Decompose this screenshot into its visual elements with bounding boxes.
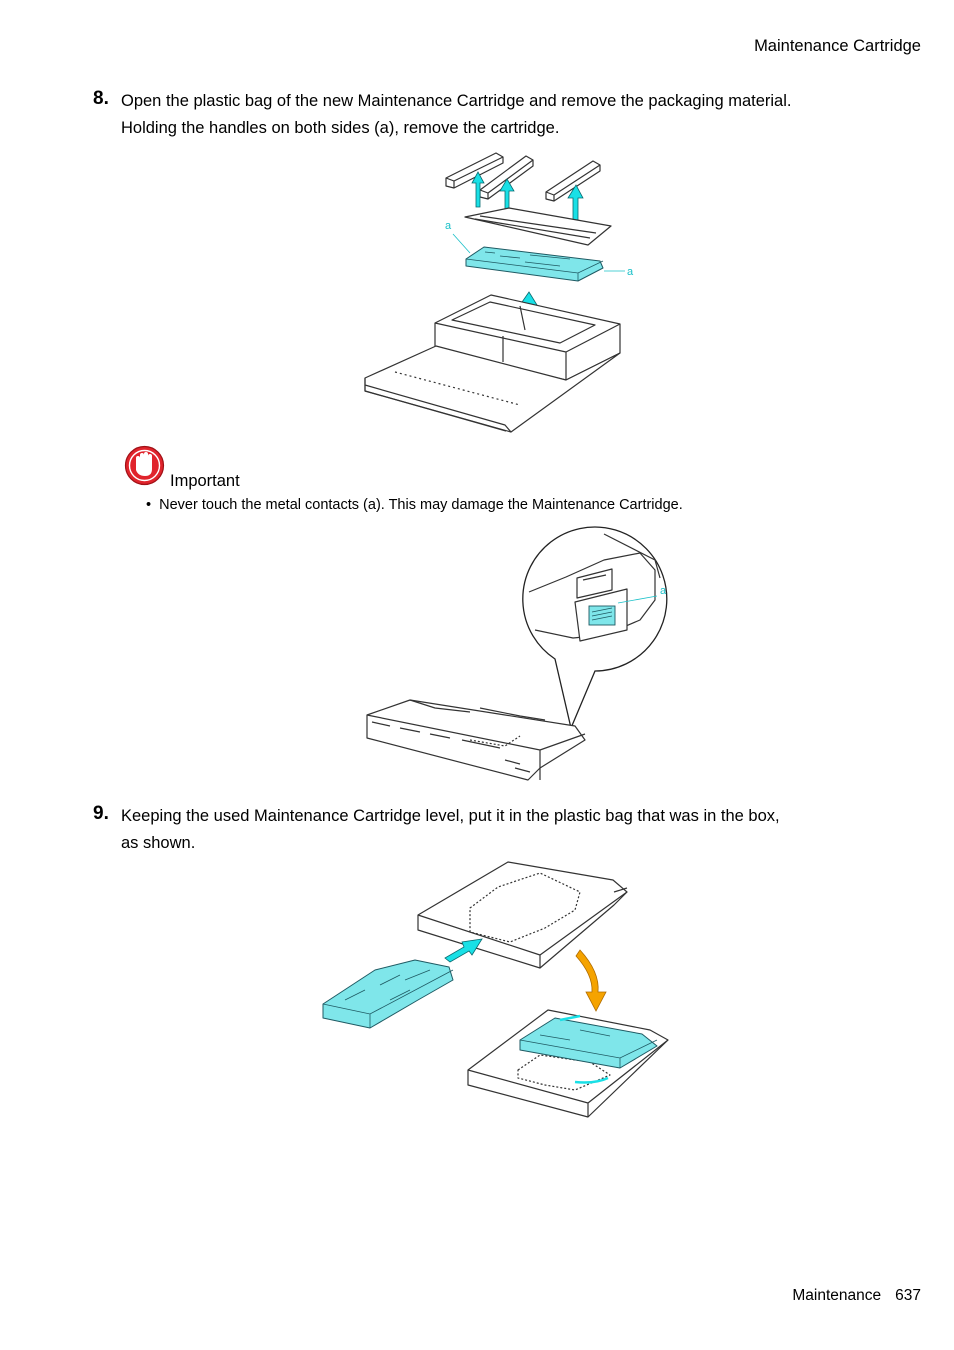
packing-handle (445, 152, 504, 189)
zoomed-cartridge (528, 533, 661, 642)
step-8-text: Open the plastic bag of the new Maintena… (121, 88, 791, 142)
step-8-number: 8. (93, 88, 109, 109)
important-bullet: • Never touch the metal contacts (a). Th… (146, 497, 683, 513)
page-footer: Maintenance 637 (792, 1287, 921, 1305)
step-8-line-2: Holding the handles on both sides (a), r… (121, 119, 560, 137)
fold-arrow (575, 949, 607, 1012)
bullet-mark: • (146, 497, 152, 513)
step-9-line-1: Keeping the used Maintenance Cartridge l… (121, 807, 780, 825)
step-9-line-2: as shown. (121, 834, 196, 852)
step-9-text: Keeping the used Maintenance Cartridge l… (121, 803, 780, 857)
plastic-bag-closed (467, 1009, 669, 1118)
footer-page-number: 637 (895, 1287, 921, 1304)
callout-label-a-right: a (627, 266, 634, 278)
callout-label-a-left: a (445, 220, 452, 232)
packing-handle (545, 160, 601, 202)
plastic-bag-open (417, 861, 628, 969)
cartridge-outline (366, 699, 586, 781)
footer-section: Maintenance (792, 1287, 882, 1304)
metal-contacts (588, 605, 616, 626)
bullet-text: Never touch the metal contacts (a). This… (159, 497, 683, 513)
box-tray (364, 294, 621, 433)
important-label: Important (170, 472, 240, 490)
used-maintenance-cartridge (322, 959, 454, 1029)
step-9-number: 9. (93, 803, 109, 824)
running-header: Maintenance Cartridge (754, 37, 921, 55)
step-8-line-1: Open the plastic bag of the new Maintena… (121, 92, 792, 110)
important-hand-icon (124, 445, 165, 486)
insert-arrow (444, 938, 483, 963)
callout-label-a-contacts: a (660, 585, 667, 597)
maintenance-cartridge (465, 246, 604, 282)
